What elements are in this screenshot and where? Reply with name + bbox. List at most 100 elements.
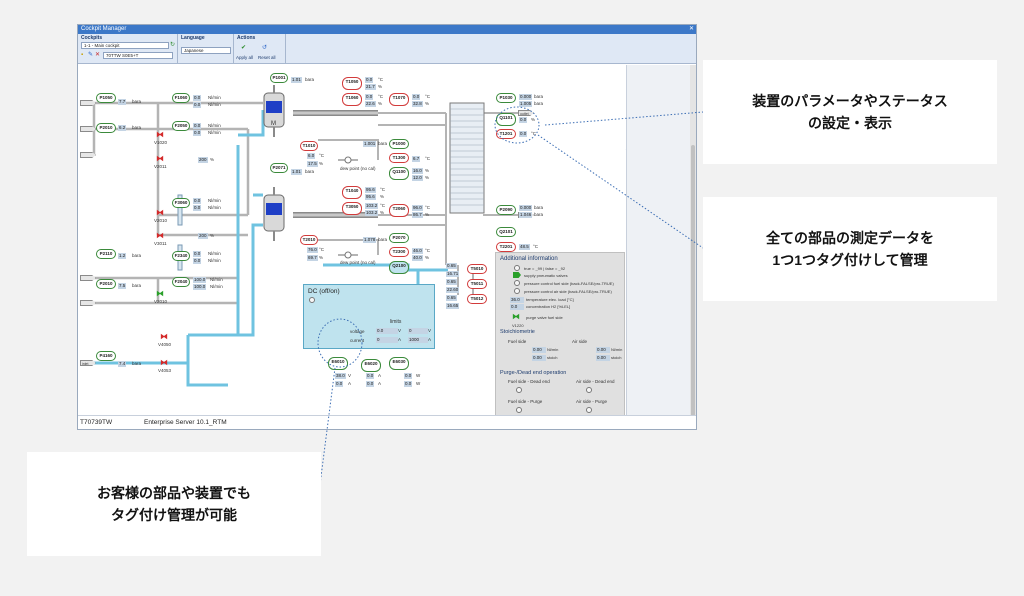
cockpits-title: Cockpits: [81, 35, 103, 41]
inlet-arrow: [80, 152, 96, 158]
tag-t1040[interactable]: T1040: [342, 186, 362, 199]
svg-text:M: M: [271, 121, 276, 127]
radio-air-purge[interactable]: [586, 407, 592, 413]
ribbon-group-actions: Actions ✔ ↺ Apply all Reset all: [234, 34, 286, 64]
status-bar: T70739TW Enterprise Server 10.1_RTM: [78, 415, 696, 429]
tag-t3050[interactable]: T3050: [342, 202, 362, 215]
valve-icon[interactable]: ⧓: [156, 130, 164, 139]
actions-title: Actions: [237, 35, 256, 41]
tag-t1201[interactable]: T1201: [496, 129, 516, 139]
inlet-arrow: [80, 275, 96, 281]
vertical-scrollbar[interactable]: [690, 65, 696, 429]
ribbon-group-language: Language Japanese: [178, 34, 234, 64]
tag-t1070[interactable]: T1070: [389, 93, 409, 106]
dc-toggle[interactable]: [309, 297, 315, 303]
reset-all-button[interactable]: Reset all: [258, 55, 276, 60]
tag-p2010[interactable]: P2010: [96, 123, 116, 133]
valve-icon[interactable]: ⧓: [160, 332, 168, 341]
tag-p1050[interactable]: P1050: [96, 93, 116, 103]
tag-f3060[interactable]: F3060: [172, 198, 190, 208]
new-icon[interactable]: ▪: [81, 52, 84, 58]
tag-e6030[interactable]: E6030: [389, 357, 409, 370]
tag-q2100[interactable]: Q2100: [389, 261, 409, 274]
tag-f2040[interactable]: F2040: [172, 277, 190, 287]
ribbon: Cockpits 1-1 - Main cockpit ↻ ▪ ✎ ✕ 70TT…: [78, 34, 696, 64]
tag-p1000[interactable]: P1000: [389, 139, 409, 149]
tag-p4160[interactable]: P4160: [96, 351, 116, 361]
dc-panel: DC (off/on) limits voltage 0.0 V 0 V cur…: [303, 284, 435, 349]
cockpit-select[interactable]: 1-1 - Main cockpit: [81, 42, 169, 49]
ribbon-group-cockpits: Cockpits 1-1 - Main cockpit ↻ ▪ ✎ ✕ 70TT…: [78, 34, 178, 64]
tag-p2110[interactable]: P2110: [96, 249, 116, 259]
additional-info-panel: Additional information true = _99 | fals…: [495, 252, 625, 429]
window-title: Cockpit Manager: [81, 26, 127, 32]
tag-t5011[interactable]: T5011: [467, 279, 487, 289]
valve-icon[interactable]: ⧓: [156, 208, 164, 217]
cockpit-window: Cockpit Manager ✕ Cockpits 1-1 - Main co…: [77, 24, 697, 430]
inlet-arrow: [80, 126, 96, 132]
tag-t2010[interactable]: T2010: [300, 235, 318, 245]
radio-fuel-control[interactable]: [514, 280, 520, 286]
radio-air-dead-end[interactable]: [586, 387, 592, 393]
tag-t1050[interactable]: T1050: [342, 77, 362, 90]
delete-icon[interactable]: ✕: [95, 52, 101, 58]
tag-p2071[interactable]: P2071: [270, 163, 288, 173]
language-title: Language: [181, 35, 205, 41]
inlet-label: inlet: [82, 362, 89, 366]
valve-icon[interactable]: ⧓: [156, 231, 164, 240]
inlet-arrow: [80, 100, 96, 106]
right-side-pane: [626, 65, 692, 417]
tag-p1030[interactable]: P1030: [496, 93, 516, 103]
tag-p2070[interactable]: P2070: [389, 233, 409, 243]
dc-title: DC (off/on): [308, 288, 340, 295]
valve-icon[interactable]: ⧓: [160, 358, 168, 367]
tag-f2340[interactable]: F2340: [172, 251, 190, 261]
scrollbar-thumb[interactable]: [691, 145, 695, 429]
tag-t2300[interactable]: T2300: [389, 247, 409, 257]
status-server: Enterprise Server 10.1_RTM: [144, 419, 227, 426]
tag-q1100[interactable]: Q1100: [389, 167, 409, 180]
tag-p2010b[interactable]: P2010: [96, 279, 116, 289]
radio-fuel-purge[interactable]: [516, 407, 522, 413]
value-p1050: 7.7: [118, 99, 127, 105]
tag-f1060[interactable]: F1060: [172, 93, 190, 103]
edit-icon[interactable]: ✎: [88, 52, 94, 58]
tag-f2050[interactable]: F2050: [172, 121, 190, 131]
tag-t1060[interactable]: T1060: [342, 93, 362, 106]
tag-t2060[interactable]: T2060: [389, 204, 409, 217]
window-titlebar: Cockpit Manager ✕: [78, 25, 696, 34]
piping-diagram: M: [92, 85, 626, 387]
green-arrow-icon: [513, 272, 521, 278]
process-canvas: M inlet outlet outlet P1050 7.: [78, 65, 626, 429]
callout-measurement-tags: 全ての部品の測定データを 1つ1つタグ付けして管理: [703, 197, 997, 301]
purge-valve-icon[interactable]: ⧓: [512, 312, 520, 321]
language-select[interactable]: Japanese: [181, 47, 231, 54]
tag-t5012[interactable]: T5012: [467, 294, 487, 304]
tag-t5010[interactable]: T5010: [467, 264, 487, 274]
inlet-arrow: [80, 360, 96, 366]
reset-icon[interactable]: ↺: [262, 45, 268, 51]
refresh-icon[interactable]: ↻: [170, 42, 176, 48]
valve-icon[interactable]: ⧓: [156, 154, 164, 163]
tag-t1010[interactable]: T1010: [300, 141, 318, 151]
tag-e6010[interactable]: E6010: [328, 357, 348, 370]
inlet-arrow: [80, 300, 96, 306]
apply-check-icon[interactable]: ✔: [241, 45, 247, 51]
radio-air-control[interactable]: [514, 288, 520, 294]
tag-q1101[interactable]: Q1101: [496, 113, 516, 126]
tag-p2090[interactable]: P2090: [496, 205, 516, 215]
tag-p1001[interactable]: P1001: [270, 73, 288, 83]
tag-e6020[interactable]: E6020: [361, 359, 381, 372]
close-icon[interactable]: ✕: [688, 26, 694, 32]
valve-icon[interactable]: ⧓: [156, 289, 164, 298]
tag-q2101[interactable]: Q2101: [496, 227, 516, 237]
apply-all-button[interactable]: Apply all: [236, 55, 254, 60]
tag-t1300[interactable]: T1300: [389, 153, 409, 163]
outlet-label: outlet: [520, 112, 529, 116]
cockpit-second-select[interactable]: 70TTW S0E5+T: [103, 52, 173, 59]
callout-customer-tags: お客様の部品や装置でも タグ付け管理が可能: [27, 452, 321, 556]
radio-fuel-dead-end[interactable]: [516, 387, 522, 393]
radio-sensor[interactable]: [514, 265, 520, 271]
status-left: T70739TW: [80, 419, 113, 426]
tag-t2201[interactable]: T2201: [496, 242, 516, 252]
